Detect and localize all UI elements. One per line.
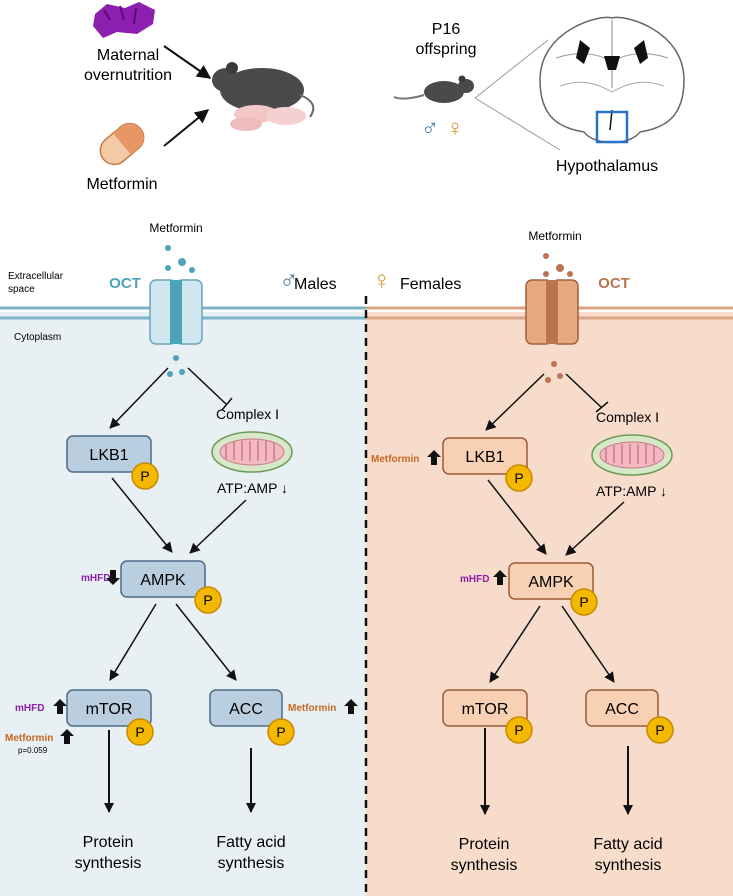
females-ampk-mhfd: mHFD: [460, 574, 489, 585]
maternal-label-1: Maternal: [97, 47, 159, 64]
males-ampk-down-arrow-icon: [106, 570, 120, 585]
females-mtor-phospho: [505, 716, 533, 744]
offspring-label-1: P16: [432, 21, 461, 38]
females-ampk-up-arrow-icon: [493, 570, 507, 585]
females-metformin-label: Metformin: [528, 229, 581, 243]
males-mtor-phospho: [126, 718, 154, 746]
males-mtor-metformin-up-icon: [60, 729, 74, 744]
females-lkb1-phospho: [505, 464, 533, 492]
females-oct-label: OCT: [598, 275, 630, 292]
males-lkb1-p: P: [140, 468, 149, 484]
males-ampk-node: [120, 560, 206, 598]
top-panel: Maternal overnutrition Metformin P16 off…: [84, 2, 685, 193]
males-protein-label-2: synthesis: [75, 855, 142, 872]
females-mtor-label: mTOR: [462, 701, 509, 718]
metformin-top-label: Metformin: [86, 176, 157, 193]
females-protein-label-1: Protein: [459, 836, 510, 853]
males-pathway: OCT Metformin Complex I ATP:AMP ↓ LKB1 P…: [5, 221, 358, 872]
females-lkb1-label: LKB1: [465, 449, 504, 466]
females-mitochondrion-icon: [591, 434, 673, 476]
females-complex-label: Complex I: [596, 409, 659, 425]
hypothalamus-box: [595, 110, 629, 144]
males-protein-label-1: Protein: [83, 834, 134, 851]
male-symbol-top: ♂: [421, 115, 439, 142]
males-ampk-mhfd: mHFD: [81, 573, 110, 584]
females-lkb1-node: [442, 437, 528, 475]
females-lkb1-metformin: Metformin: [371, 454, 419, 465]
females-pathway: OCT Metformin Complex I ATP:AMP ↓ LKB1 P…: [371, 229, 674, 874]
males-lkb1-label: LKB1: [89, 447, 128, 464]
females-ampk-phospho: [570, 588, 598, 616]
males-ampk-phospho: [194, 586, 222, 614]
females-atp-label: ATP:AMP ↓: [596, 483, 667, 499]
males-mitochondrion-icon: [211, 431, 293, 473]
females-acc-label: ACC: [605, 701, 639, 718]
males-fatty-label-2: synthesis: [218, 855, 285, 872]
female-symbol-top: ♀: [446, 115, 464, 142]
brain-section-icon: [539, 16, 685, 144]
males-oct-transporter-icon: [149, 279, 203, 345]
males-cytoplasm-bg: [0, 312, 366, 896]
males-mtor-p: P: [135, 724, 144, 740]
males-acc-metformin: Metformin: [288, 703, 336, 714]
males-lkb1-node: [66, 435, 152, 473]
females-fatty-label-2: synthesis: [595, 857, 662, 874]
females-fatty-label-1: Fatty acid: [593, 836, 662, 853]
females-metformin-dots-icon: [543, 253, 573, 383]
metformin-pill-icon: [99, 122, 145, 166]
females-symbol: ♀: [372, 265, 392, 295]
females-mtor-node: [442, 689, 528, 727]
extracellular-label-1: Extracellular: [8, 271, 64, 282]
diet-pellets-icon: [93, 2, 155, 38]
females-acc-phospho: [646, 716, 674, 744]
males-fatty-label-1: Fatty acid: [216, 834, 285, 851]
offspring-mouse-icon: [393, 75, 474, 103]
mother-mouse-icon: [212, 62, 315, 131]
males-mtor-up-arrow-icon: [53, 699, 67, 714]
males-symbol: ♂: [279, 265, 299, 295]
males-oct-label: OCT: [109, 275, 141, 292]
males-acc-label: ACC: [229, 701, 263, 718]
females-cytoplasm-bg: [366, 312, 733, 896]
males-complex-label: Complex I: [216, 406, 279, 422]
offspring-label-2: offspring: [415, 41, 476, 58]
males-metformin-label: Metformin: [149, 221, 202, 235]
males-acc-node: [209, 689, 283, 727]
males-acc-p: P: [276, 724, 285, 740]
males-mtor-label: mTOR: [86, 701, 133, 718]
females-ampk-p: P: [579, 594, 588, 610]
males-mtor-pvalue: p=0.059: [18, 746, 48, 755]
maternal-label-2: overnutrition: [84, 67, 172, 84]
females-mtor-p: P: [514, 722, 523, 738]
females-acc-node: [585, 689, 659, 727]
females-title: Females: [400, 276, 461, 293]
males-mtor-metformin: Metformin: [5, 733, 53, 744]
females-protein-label-2: synthesis: [451, 857, 518, 874]
males-mtor-node: [66, 689, 152, 727]
males-title: Males: [294, 276, 337, 293]
females-acc-p: P: [655, 722, 664, 738]
males-ampk-p: P: [203, 592, 212, 608]
males-ampk-label: AMPK: [140, 572, 186, 589]
males-lkb1-phospho: [131, 462, 159, 490]
extracellular-label-2: space: [8, 284, 35, 295]
females-ampk-node: [508, 562, 594, 600]
cytoplasm-label: Cytoplasm: [14, 332, 61, 343]
females-lkb1-up-arrow-icon: [427, 450, 441, 465]
males-atp-label: ATP:AMP ↓: [217, 480, 288, 496]
females-lkb1-p: P: [514, 470, 523, 486]
males-acc-phospho: [267, 718, 295, 746]
males-mtor-mhfd: mHFD: [15, 703, 44, 714]
females-oct-transporter-icon: [525, 279, 579, 345]
hypothalamus-label: Hypothalamus: [556, 158, 658, 175]
females-ampk-label: AMPK: [528, 574, 574, 591]
males-metformin-dots-icon: [165, 245, 195, 377]
males-acc-up-arrow-icon: [344, 699, 358, 714]
